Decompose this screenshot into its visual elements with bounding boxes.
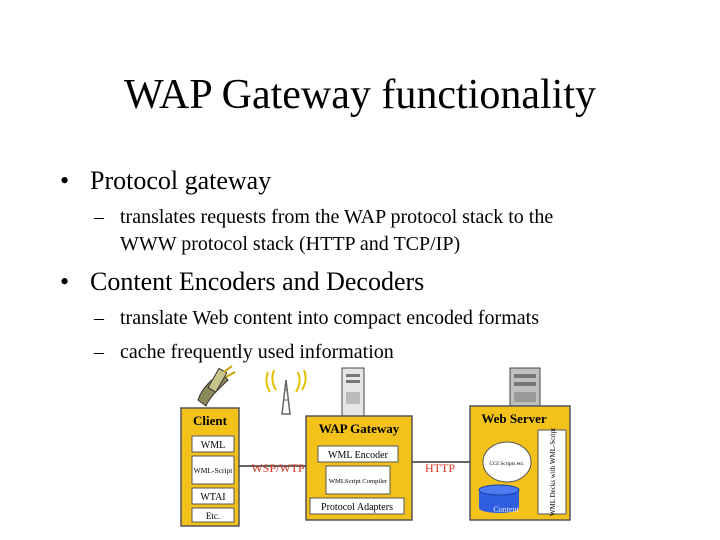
link-label-wsp-wtp: WSP/WTP [251,461,305,475]
client-title: Client [193,413,228,428]
sub-bullet-text: cache frequently used information [120,341,394,363]
server-content-label: Content [493,505,519,514]
server-cgi-scripts: CGI Scripts etc. [489,461,525,467]
bullet-dot: • [60,166,70,195]
gateway-server-icon [341,367,365,417]
gateway-item-wmlscript-compiler: WMLScript Compiler [329,478,388,485]
gateway-item-protocol-adapters: Protocol Adapters [321,502,393,513]
bullet-dot: • [60,267,70,296]
bullet-text: Content Encoders and Decoders [90,267,425,296]
link-label-http: HTTP [425,461,455,475]
client-box: Client WML WML-Script WTAI Etc. [180,407,240,527]
client-item-wmlscript: WML-Script [194,466,234,475]
client-item-etc: Etc. [206,511,220,521]
client-item-wtai: WTAI [200,492,225,503]
client-item-wml: WML [201,440,225,451]
wap-gateway-box: WAP Gateway WML Encoder WMLScript Compil… [305,415,413,521]
gateway-item-wml-encoder: WML Encoder [328,450,389,461]
antenna-icon [265,369,307,415]
content-database-icon [478,484,520,513]
sub-bullet-text: translate Web content into compact encod… [120,307,539,329]
web-server-box: Web Server CGI Scripts etc. Content WML … [469,405,571,521]
server-wml-decks: WML Decks with WML-Script [549,428,557,516]
slide-title: WAP Gateway functionality [124,72,596,118]
bullet-text: Protocol gateway [90,166,272,195]
phone-icon [197,365,236,407]
server-title: Web Server [481,411,547,426]
sub-bullet-text: translates requests from the WAP protoco… [120,206,554,228]
web-server-icon [509,367,541,411]
sub-bullet-text: WWW protocol stack (HTTP and TCP/IP) [120,233,461,255]
gateway-title: WAP Gateway [319,421,400,436]
